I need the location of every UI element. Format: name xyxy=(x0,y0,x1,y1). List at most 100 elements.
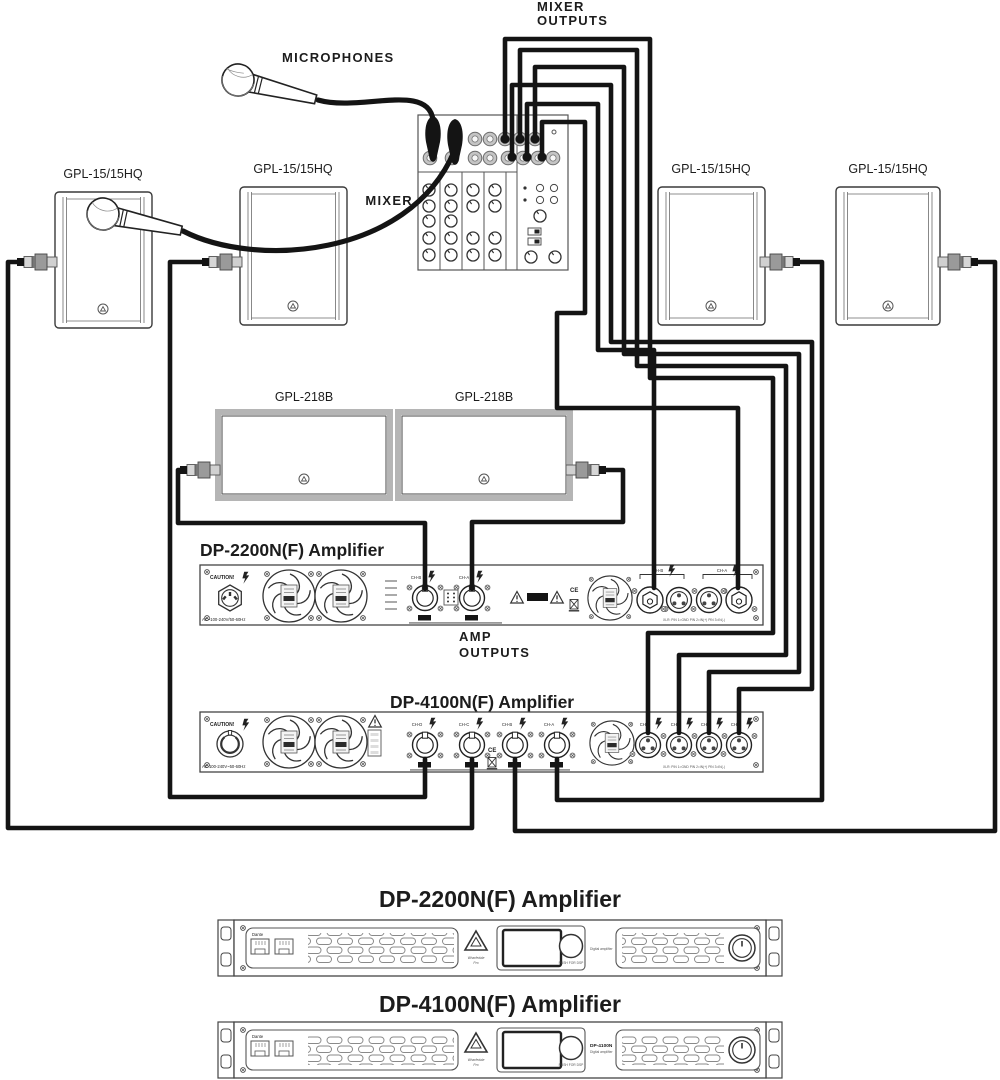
speaker-gpl15-1: GPL-15/15HQ xyxy=(54,167,153,329)
amp4100-brand-line2: Pro xyxy=(473,1063,478,1067)
amp4100-power-button[interactable] xyxy=(728,1036,756,1064)
amp2200-dsp-knob[interactable] xyxy=(558,933,584,959)
amp4100-caution-label: CAUTION! xyxy=(210,722,235,728)
amp2200-speakon-b-label: CH-B xyxy=(411,575,421,580)
amp4100-fan-3-icon xyxy=(590,721,634,765)
amp-dp2200-front-title: DP-2200N(F) Amplifier xyxy=(379,886,621,912)
mixer-label: MIXER xyxy=(365,193,413,208)
amp4100-ac-rating: AC 100-240V~50-60Hz xyxy=(202,764,245,769)
amp4100-dante-port-1 xyxy=(250,1040,270,1057)
amp4100-tagline: Digital amplifier xyxy=(590,1050,613,1054)
amp4100-right-grille xyxy=(622,1035,724,1065)
microphones-label: MICROPHONES xyxy=(282,50,395,65)
speaker-2-label: GPL-15/15HQ xyxy=(253,162,332,176)
amp2200-speakon-a-label: CH-A xyxy=(459,575,469,580)
amp4100-xlr-b-label: CH-B xyxy=(701,722,711,727)
amp2200-fan-3-icon xyxy=(588,576,632,620)
microphone-1 xyxy=(221,63,436,123)
amp4100-xlr-note: XLR: PIN 1=GND PIN 2=IN(+) PIN 3=IN(-) xyxy=(663,765,725,769)
amp4100-brand-line1: Wharfedale xyxy=(468,1058,485,1062)
sub-1-connector xyxy=(179,461,221,479)
amp4100-dsp-knob[interactable] xyxy=(558,1035,584,1061)
amp2200-display xyxy=(501,928,563,968)
amp2200-left-grille xyxy=(308,933,454,963)
amp-dp4100-rear: DP-4100N(F) Amplifier CAUTION! AC 100-24… xyxy=(199,692,764,773)
mixer-output-cables xyxy=(502,36,815,736)
amp4100-display xyxy=(501,1030,563,1070)
amp2200-xlr-a-label: CH-A xyxy=(717,568,727,573)
amp-outputs-label-line1: AMP xyxy=(459,629,492,644)
amp2200-fan-1-icon xyxy=(263,570,315,622)
amp2200-dante-port-1 xyxy=(250,938,270,955)
amp4100-ce-mark: CE xyxy=(488,748,496,754)
mixer-outputs-label-line1: MIXER xyxy=(537,0,585,14)
amp2200-push-for-dsp-label: PUSH FOR DSP xyxy=(559,961,585,965)
mic-2-cable xyxy=(180,149,457,254)
speaker-gpl15-2: GPL-15/15HQ xyxy=(239,162,348,326)
speaker-3-logo-icon xyxy=(705,300,717,312)
amp-dp2200-front: DP-2200N(F) Amplifier Dante Wharfedale P… xyxy=(217,886,783,977)
sub-2-logo-icon xyxy=(478,473,490,485)
speaker-1-connector xyxy=(16,253,58,271)
cable-mixer-to-4100-chb xyxy=(532,64,802,736)
cable-mixer-to-4100-chd xyxy=(502,36,776,736)
amp2200-ce-mark: CE xyxy=(570,588,578,594)
amp2200-brand-line2: Pro xyxy=(473,961,478,965)
amp2200-xlr-b-label: CH-B xyxy=(653,568,663,573)
amp4100-model-badge: DP-4100N xyxy=(590,1043,613,1049)
speaker-1-logo-icon xyxy=(97,303,109,315)
mic-1-cable xyxy=(315,97,436,123)
cable-2200-chb-to-sub1 xyxy=(175,467,428,592)
amp-dp2200-rear-title: DP-2200N(F) Amplifier xyxy=(200,540,384,560)
cable-mixer-to-2200-chb xyxy=(524,101,657,591)
amp4100-dante-port-2 xyxy=(274,1040,294,1057)
amp2200-power-button[interactable] xyxy=(728,934,756,962)
mixer-outputs-label-line2: OUTPUTS xyxy=(537,13,608,28)
amp2200-caution-label: CAUTION! xyxy=(210,575,235,581)
amp4100-fan-1-icon xyxy=(263,716,315,768)
speaker-4-logo-icon xyxy=(882,300,894,312)
amp4100-speakon-b-label: CH-B xyxy=(502,722,512,727)
amp4100-speakon-c-label: CH-C xyxy=(459,722,469,727)
amp4100-speakon-a-label: CH-A xyxy=(544,722,554,727)
amp2200-fan-2-icon xyxy=(315,570,367,622)
amp-dp2200-rear: DP-2200N(F) Amplifier CAUTION! AC~100-24… xyxy=(199,540,764,626)
amp-dp4100-front: DP-4100N(F) Amplifier Dante Wharfedale P… xyxy=(217,991,783,1079)
speaker-gpl15-4: GPL-15/15HQ xyxy=(835,162,941,326)
amp-dp4100-rear-title: DP-4100N(F) Amplifier xyxy=(390,692,574,712)
microphone-2 xyxy=(86,149,457,254)
cable-mixer-to-4100-chc xyxy=(517,47,789,736)
speaker-3-label: GPL-15/15HQ xyxy=(671,162,750,176)
amp4100-left-grille xyxy=(308,1035,454,1065)
mixer xyxy=(417,114,569,271)
amp2200-xlr-note: XLR: PIN 1=GND PIN 2=IN(+) PIN 3=IN(-) xyxy=(663,618,725,622)
speaker-2-logo-icon xyxy=(287,300,299,312)
amp4100-xlr-d-label: CH-D xyxy=(640,722,650,727)
amp4100-dante-label: Dante xyxy=(252,1034,264,1039)
amp4100-xlr-c-label: CH-C xyxy=(671,722,681,727)
amp2200-ac-inlet xyxy=(218,584,242,612)
cable-2200-cha-to-sub2 xyxy=(469,467,626,592)
amp-outputs-label-line2: OUTPUTS xyxy=(459,645,530,660)
speaker-4-label: GPL-15/15HQ xyxy=(848,162,927,176)
amp4100-speakon-d-label: CH-D xyxy=(412,722,422,727)
cable-4100-cha-to-speaker3 xyxy=(554,259,825,803)
speaker-gpl15-3: GPL-15/15HQ xyxy=(657,162,766,326)
subwoofer-gpl218b-1: GPL-218B xyxy=(215,390,393,501)
cable-4100-chb-to-speaker4 xyxy=(512,259,998,834)
amp2200-right-grille xyxy=(622,933,724,963)
speaker-1-label: GPL-15/15HQ xyxy=(63,167,142,181)
speaker-4-connector xyxy=(937,253,979,271)
amp4100-push-for-dsp-label: PUSH FOR DSP xyxy=(559,1063,585,1067)
cable-mixer-to-2200-cha xyxy=(539,119,741,591)
amp2200-brand-line1: Wharfedale xyxy=(468,956,485,960)
amp4100-fan-2-icon xyxy=(315,716,367,768)
amp2200-dante-label: Dante xyxy=(252,932,264,937)
mixer-master-section xyxy=(523,183,562,264)
sub-2-label: GPL-218B xyxy=(455,390,513,404)
cable-4100-chc-to-speaker1 xyxy=(5,259,475,831)
amp4100-ac-inlet xyxy=(215,729,245,759)
speaker-3-connector xyxy=(759,253,801,271)
